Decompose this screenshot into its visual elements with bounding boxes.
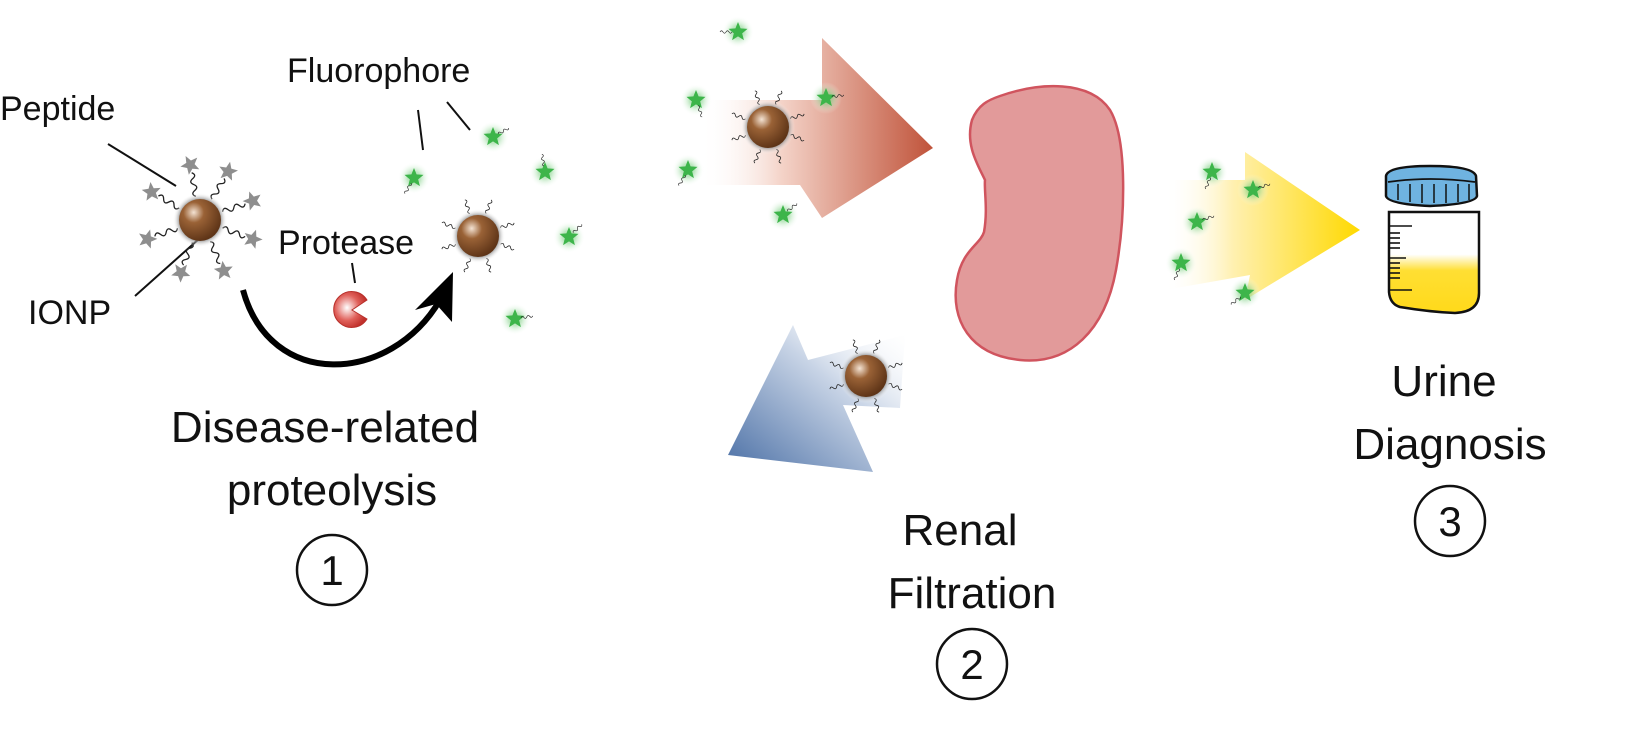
urine-cup-icon xyxy=(1384,164,1481,315)
step-3-title-line1: Urine xyxy=(1391,357,1496,406)
panel-1-proteolysis: Peptide IONP xyxy=(0,52,585,607)
step-2-number: 2 xyxy=(960,641,983,688)
fluorophores-in-circulation xyxy=(672,16,845,231)
step-2-badge xyxy=(935,627,1009,701)
free-fluorophores-1 xyxy=(398,121,585,335)
step-1-title-line2: proteolysis xyxy=(227,466,437,515)
protease-icon xyxy=(333,291,368,328)
peptide-leader-line xyxy=(107,143,177,187)
yellow-arrow-to-urine xyxy=(1165,152,1360,300)
step-1-number: 1 xyxy=(320,547,343,594)
label-peptide: Peptide xyxy=(0,90,115,128)
step-2-title-line2: Filtration xyxy=(888,569,1057,618)
step-1-title-line1: Disease-related xyxy=(171,403,479,452)
cleavage-arrow xyxy=(240,289,443,368)
step-3-title-line2: Diagnosis xyxy=(1353,420,1546,469)
red-arrow-into-kidney xyxy=(700,38,933,218)
step-3-number: 3 xyxy=(1438,498,1461,545)
urine-cup-lid xyxy=(1384,164,1479,208)
fluorophore-leader-line-1 xyxy=(417,109,424,151)
panel-3-urine-diagnosis: Urine Diagnosis 3 xyxy=(1165,152,1547,558)
panel-2-renal-filtration: Renal Filtration 2 xyxy=(672,16,1125,701)
label-protease: Protease xyxy=(278,224,414,262)
step-3-badge xyxy=(1413,484,1487,558)
protease-leader-line xyxy=(351,262,356,284)
cleavage-arrow-head xyxy=(415,272,453,322)
cleaved-nanoparticle xyxy=(441,199,515,273)
lid-ridges xyxy=(1397,184,1470,203)
urine-cup-body xyxy=(1387,210,1481,315)
label-ionp: IONP xyxy=(28,294,111,332)
step-2-title-line1: Renal xyxy=(903,506,1018,555)
cup-graduations xyxy=(1389,225,1412,291)
ionp-leader-line xyxy=(134,237,201,297)
kidney-icon xyxy=(954,84,1125,362)
urine-fluorophores xyxy=(1165,156,1271,309)
step-1-badge xyxy=(295,533,369,607)
label-fluorophore: Fluorophore xyxy=(287,52,470,90)
ionp-particle xyxy=(173,193,227,247)
fluorophore-leader-line-2 xyxy=(446,101,471,131)
